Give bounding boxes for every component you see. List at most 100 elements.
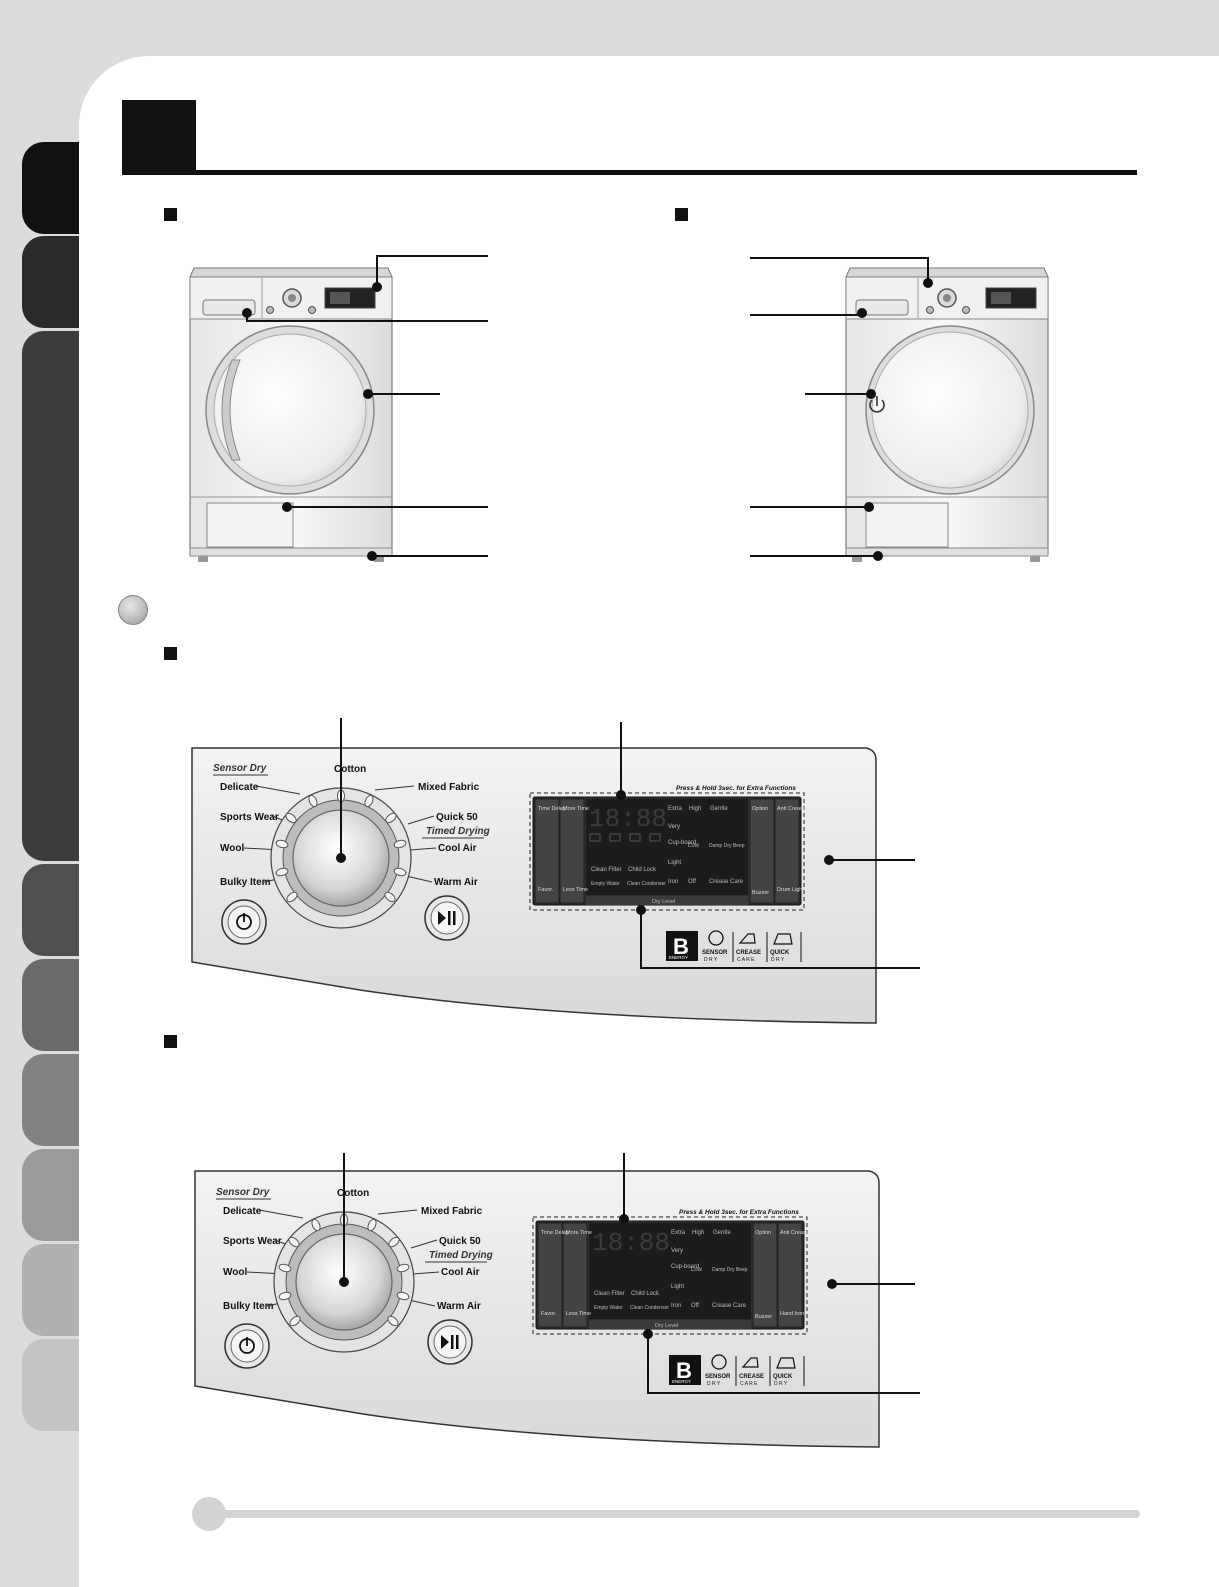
disp-low: Low [688, 843, 700, 849]
label-cotton-2: Cotton [337, 1188, 369, 1199]
btn-more-time-2[interactable]: More Time [566, 1230, 592, 1236]
btn-favor-2[interactable]: Favor. [541, 1311, 557, 1317]
disp-very-2: Very [671, 1248, 683, 1254]
svg-text:CREASE: CREASE [739, 1374, 764, 1380]
svg-text:QUICK: QUICK [770, 950, 790, 956]
start-pause-button-2[interactable] [427, 1319, 473, 1365]
side-tab-3[interactable] [22, 331, 79, 861]
footer-rule [210, 1510, 1140, 1518]
section-header-block [122, 100, 196, 172]
label-cotton: Cotton [334, 764, 366, 775]
section-header-rule [122, 170, 1137, 175]
disp-dry-level-2: Dry Level [655, 1323, 678, 1329]
label-warm-air: Warm Air [434, 877, 478, 888]
btn-less-time[interactable]: Less Time [563, 887, 588, 893]
btn-time-delay[interactable]: Time Delay [538, 806, 566, 812]
disp-off: Off [688, 879, 696, 885]
btn-anti-crease[interactable]: Anti Crease [777, 806, 806, 812]
btn-anti-crease-2[interactable]: Anti Crease [780, 1230, 809, 1236]
side-tab-1[interactable] [22, 142, 79, 234]
disp-high: High [689, 806, 701, 812]
disp-crease-care: Crease Care [709, 879, 744, 885]
svg-text:B: B [676, 1358, 692, 1383]
disp-empty-water: Empty Water [591, 881, 620, 887]
disp-cupboard: Cup-board [668, 840, 696, 846]
callouts-dryer-2 [750, 257, 933, 561]
disp-iron-2: Iron [671, 1303, 681, 1309]
btn-hand-iron[interactable]: Hand Iron [780, 1311, 804, 1317]
svg-text:C A R E: C A R E [737, 957, 755, 963]
btn-buzzer[interactable]: Buzzer [752, 890, 769, 896]
btn-option[interactable]: Option [752, 806, 768, 812]
svg-text:SENSOR: SENSOR [702, 950, 728, 956]
label-bulky-item-2: Bulky Item [223, 1301, 274, 1312]
disp-low-2: Low [691, 1267, 703, 1273]
side-tab-7[interactable] [22, 1149, 79, 1241]
section-bullet [118, 595, 148, 625]
side-tab-8[interactable] [22, 1244, 79, 1336]
sensor-dry-badge: SENSOR D R Y [702, 930, 728, 963]
disp-gentle: Gentle [710, 806, 728, 812]
label-timed-drying-2: Timed Drying [429, 1250, 493, 1261]
svg-text:QUICK: QUICK [773, 1374, 793, 1380]
label-mixed-fabric-2: Mixed Fabric [421, 1206, 483, 1217]
svg-text:D R Y: D R Y [771, 957, 785, 963]
btn-less-time-2[interactable]: Less Time [566, 1311, 591, 1317]
btn-option-2[interactable]: Option [755, 1230, 771, 1236]
disp-iron: Iron [668, 879, 678, 885]
disp-clean-condenser: Clean Condenser [627, 881, 666, 887]
side-tab-5[interactable] [22, 959, 79, 1051]
power-icon [239, 1337, 255, 1354]
display-digits-2: 18:88 [592, 1228, 670, 1258]
left-buttons [534, 798, 585, 904]
disp-crease-care-2: Crease Care [712, 1303, 747, 1309]
svg-text:SENSOR: SENSOR [705, 1374, 731, 1380]
subsection-marker-4 [164, 1035, 177, 1048]
side-tab-6[interactable] [22, 1054, 79, 1146]
label-sports-wear: Sports Wear [220, 812, 279, 823]
btn-more-time[interactable]: More Time [563, 806, 589, 812]
press-hold-note-2: Press & Hold 3sec. for Extra Functions [679, 1209, 799, 1216]
label-sports-wear-2: Sports Wear [223, 1236, 282, 1247]
play-pause-icon [441, 1335, 459, 1349]
disp-clean-condenser-2: Clean Condenser [630, 1305, 669, 1311]
label-cool-air: Cool Air [438, 843, 477, 854]
callouts-panel-2 [339, 1153, 920, 1394]
side-tab-9[interactable] [22, 1339, 79, 1431]
label-warm-air-2: Warm Air [437, 1301, 481, 1312]
disp-child-lock: Child Lock [628, 867, 657, 873]
display-icons [589, 833, 661, 842]
svg-text:D R Y: D R Y [774, 1381, 788, 1387]
crease-care-badge: CREASE C A R E [736, 933, 761, 963]
svg-text:ENERGY: ENERGY [669, 955, 688, 960]
callouts-panel-1 [336, 718, 920, 969]
disp-extra-2: Extra [671, 1230, 686, 1236]
disp-cupboard-2: Cup-board [671, 1264, 699, 1270]
label-timed-drying: Timed Drying [426, 826, 490, 837]
disp-high-2: High [692, 1230, 704, 1236]
disp-child-lock-2: Child Lock [631, 1291, 660, 1297]
disp-clean-filter: Clean Filter [591, 867, 622, 873]
crease-care-badge-2: CREASE C A R E [739, 1357, 764, 1387]
btn-buzzer-2[interactable]: Buzzer [755, 1314, 772, 1320]
disp-extra: Extra [668, 806, 683, 812]
btn-time-delay-2[interactable]: Time Delay [541, 1230, 569, 1236]
side-tab-4[interactable] [22, 864, 79, 956]
svg-text:ENERGY: ENERGY [672, 1379, 691, 1384]
subsection-marker-1 [164, 208, 177, 221]
start-pause-button[interactable] [424, 895, 470, 941]
disp-very: Very [668, 824, 680, 830]
right-buttons [749, 798, 800, 904]
power-button-2[interactable] [224, 1323, 270, 1369]
btn-favor[interactable]: Favor. [538, 887, 554, 893]
disp-clean-filter-2: Clean Filter [594, 1291, 625, 1297]
side-tab-2[interactable] [22, 236, 79, 328]
label-quick-50: Quick 50 [436, 812, 478, 823]
btn-drum-light[interactable]: Drum Light [777, 887, 804, 893]
power-button[interactable] [221, 899, 267, 945]
footer-page-dot [192, 1497, 226, 1531]
label-cool-air-2: Cool Air [441, 1267, 480, 1278]
